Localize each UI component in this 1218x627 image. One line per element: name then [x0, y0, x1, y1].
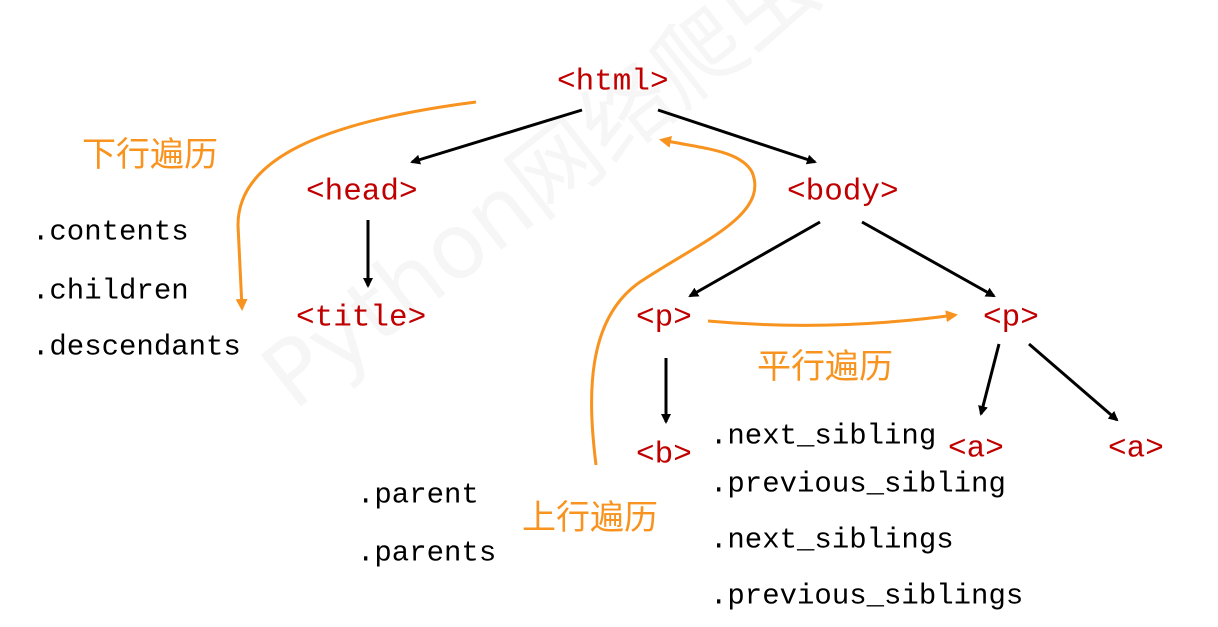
method-previous-sibling: .previous_sibling	[710, 467, 1006, 501]
method-parent: .parent	[357, 478, 479, 512]
method-previous-siblings: .previous_siblings	[710, 579, 1024, 613]
edge-p2-a1	[978, 343, 1001, 416]
node-html: <html>	[557, 64, 669, 100]
node-a-second: <a>	[1108, 431, 1164, 467]
edge-html-body	[657, 108, 817, 165]
node-p-first: <p>	[636, 300, 692, 336]
node-title: <title>	[296, 300, 427, 336]
node-a-first: <a>	[948, 431, 1004, 467]
down-traversal-label: 下行遍历	[82, 135, 218, 175]
up-traversal-arrow	[590, 135, 757, 466]
method-contents: .contents	[32, 215, 189, 249]
method-next-siblings: .next_siblings	[710, 523, 954, 557]
method-parents: .parents	[357, 536, 497, 570]
edge-p2-a2	[1028, 342, 1119, 422]
node-body: <body>	[787, 174, 899, 210]
node-head: <head>	[306, 174, 418, 210]
up-traversal-label: 上行遍历	[522, 498, 658, 538]
method-descendants: .descendants	[32, 330, 241, 364]
node-b: <b>	[636, 437, 692, 473]
down-traversal-arrow	[235, 100, 477, 311]
node-p-second: <p>	[983, 300, 1039, 336]
method-children: .children	[32, 274, 189, 308]
edge-body-p1	[688, 220, 821, 298]
edge-body-p2	[861, 220, 996, 298]
method-next-sibling: .next_sibling	[710, 419, 937, 453]
parallel-traversal-arrow	[707, 310, 958, 327]
edge-html-head	[410, 108, 583, 165]
parallel-traversal-label: 平行遍历	[757, 347, 893, 387]
